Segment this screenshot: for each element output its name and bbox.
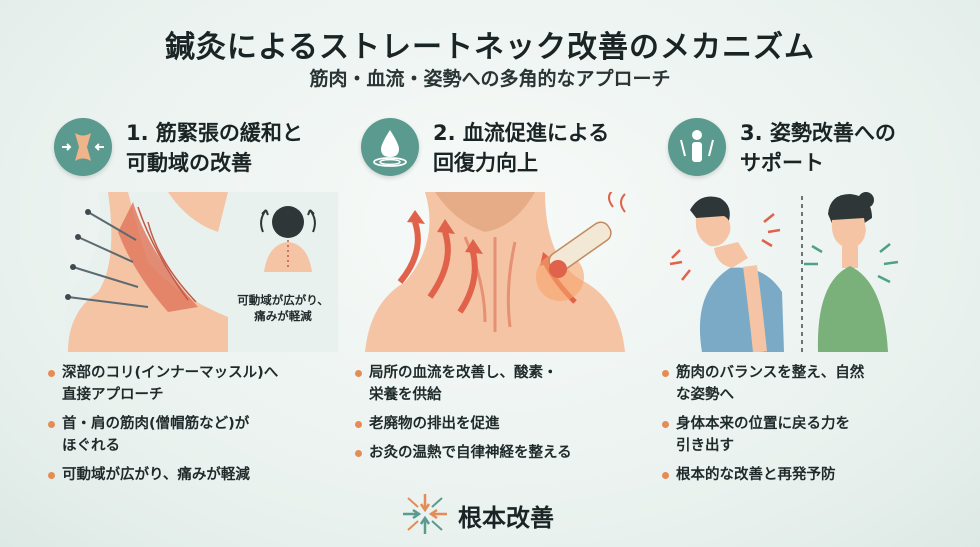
list-item: 根本的な改善と再発予防 — [662, 464, 952, 486]
acupuncture-illustration: 可動域が広がり、 痛みが軽減 — [38, 192, 339, 352]
column-header: 2. 血流促進による 回復力向上 — [345, 110, 645, 188]
list-item: お灸の温熱で自律神経を整える — [355, 442, 645, 464]
list-item: 身体本来の位置に戻る力を引き出す — [662, 413, 952, 457]
footer-label: 根本改善 — [458, 504, 554, 532]
list-item: 可動域が広がり、痛みが軽減 — [48, 464, 338, 486]
page-subtitle: 筋肉・血流・姿勢への多角的なアプローチ — [309, 68, 671, 90]
column-header: 3. 姿勢改善への サポート — [652, 110, 952, 188]
blood-flow-illustration — [345, 189, 645, 352]
footer-root-improvement: 根本改善 — [400, 492, 600, 536]
column-posture: 3. 姿勢改善への サポート 筋肉のバランスを整え、自然な姿勢へ 身体本来の位置… — [652, 110, 952, 495]
bullet-list: 局所の血流を改善し、酸素・栄養を供給 老廃物の排出を促進 お灸の温熱で自律神経を… — [355, 362, 645, 471]
column-header: 1. 筋緊張の緩和と 可動域の改善 — [38, 110, 338, 188]
list-item: 局所の血流を改善し、酸素・栄養を供給 — [355, 362, 645, 406]
illustration-caption: 可動域が広がり、 痛みが軽減 — [237, 293, 329, 323]
bullet-list: 筋肉のバランスを整え、自然な姿勢へ 身体本来の位置に戻る力を引き出す 根本的な改… — [662, 362, 952, 493]
bullet-list: 深部のコリ(インナーマッスル)へ直接アプローチ 首・肩の筋肉(僧帽筋など)がほぐ… — [48, 362, 338, 493]
list-item: 首・肩の筋肉(僧帽筋など)がほぐれる — [48, 413, 338, 457]
list-item: 筋肉のバランスを整え、自然な姿勢へ — [662, 362, 952, 406]
posture-icon — [668, 118, 726, 176]
column-heading: 2. 血流促進による 回復力向上 — [433, 121, 610, 175]
muscle-relax-icon — [54, 118, 112, 176]
column-muscle: 1. 筋緊張の緩和と 可動域の改善 — [38, 110, 339, 495]
list-item: 老廃物の排出を促進 — [355, 413, 645, 435]
page-title: 鍼灸によるストレートネック改善のメカニズム — [164, 30, 816, 65]
list-item: 深部のコリ(インナーマッスル)へ直接アプローチ — [48, 362, 338, 406]
water-drop-icon — [361, 118, 419, 176]
converge-arrows-icon — [403, 494, 447, 534]
posture-illustration — [652, 192, 952, 353]
column-heading: 1. 筋緊張の緩和と 可動域の改善 — [126, 121, 303, 175]
column-blood-flow: 2. 血流促進による 回復力向上 局所の血流を改善し、酸素・栄養を供給 — [345, 110, 645, 495]
column-heading: 3. 姿勢改善への サポート — [740, 121, 896, 175]
